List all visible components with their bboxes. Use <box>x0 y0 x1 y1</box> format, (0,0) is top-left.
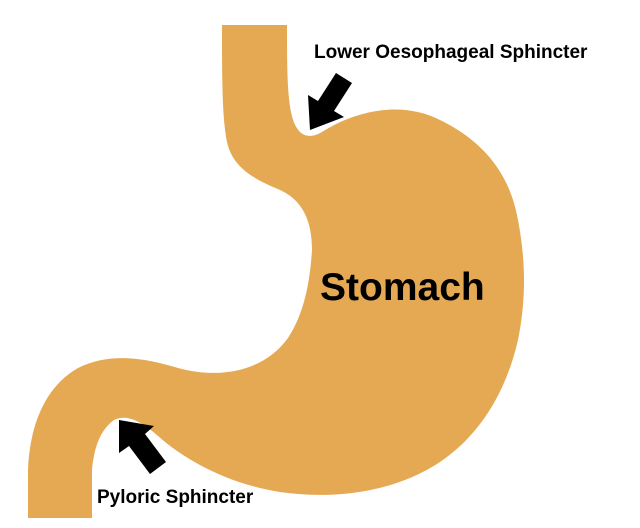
organ-label: Stomach <box>320 266 485 309</box>
upper-sphincter-arrow <box>308 73 352 130</box>
stomach-shape <box>28 25 524 518</box>
lower-sphincter-arrow <box>119 420 166 474</box>
upper-sphincter-label: Lower Oesophageal Sphincter <box>314 42 588 63</box>
lower-sphincter-label: Pyloric Sphincter <box>97 487 254 508</box>
